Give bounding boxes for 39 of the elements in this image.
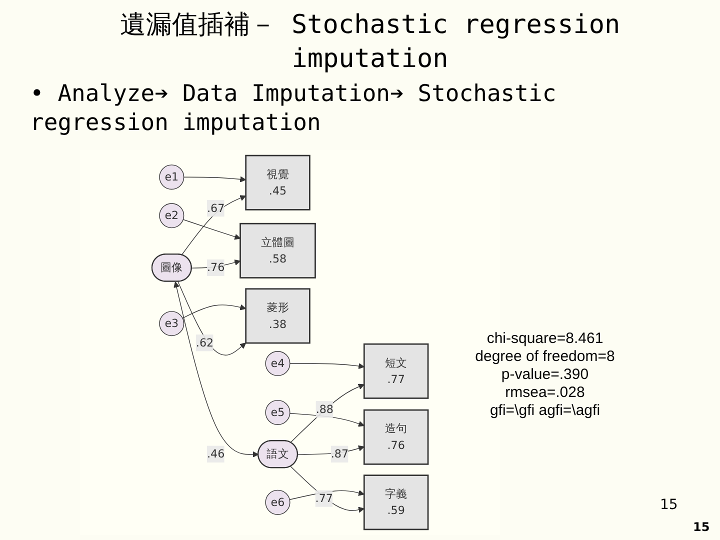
arrow: [289, 490, 364, 500]
page-number: 15: [660, 497, 678, 513]
arrow: [174, 282, 259, 458]
arrow: [290, 466, 364, 513]
arrow: [182, 304, 246, 319]
arrow: [181, 195, 246, 256]
node-box: 立體圖 .58: [240, 222, 316, 278]
arrow: [290, 384, 364, 443]
edge-label: .46: [206, 447, 225, 460]
fit-statistic: gfi=\gfi agfi=\agfi: [488, 402, 602, 420]
fit-statistic: p-value=.390: [500, 366, 590, 384]
node-box: 字義 .59: [363, 474, 429, 530]
node-circle: e2: [159, 203, 184, 228]
edge-label: .76: [206, 260, 225, 274]
node-circle: e1: [159, 164, 184, 190]
fit-statistic: degree of freedom=8: [474, 348, 616, 366]
node-circle: e3: [159, 311, 184, 336]
arrow: [182, 219, 241, 240]
bullet-text: • Analyze➔ Data Imputation➔ Stochastic regression imputation: [30, 80, 558, 138]
edge-label: .77: [315, 492, 333, 505]
node-box: 菱形 .38: [245, 288, 310, 344]
arrow: [290, 413, 364, 427]
fit-statistic: rmsea=.028: [504, 384, 586, 402]
node-box: 造句 .76: [363, 409, 429, 465]
node-box: 視覺 .45: [245, 154, 310, 210]
slide-title: 遺漏值插補－ Stochastic regression imputation: [118, 9, 622, 76]
node-circle: e4: [265, 351, 290, 376]
node-circle: e6: [265, 490, 290, 515]
page-number: 15: [693, 520, 710, 534]
edge-label: .88: [316, 402, 334, 416]
edge-label: .62: [196, 336, 214, 350]
arrow: [183, 176, 246, 182]
edge-label: .67: [206, 201, 225, 215]
edge-label: .87: [330, 447, 349, 460]
node-box: 短文 .77: [363, 343, 429, 399]
node-circle: e5: [265, 400, 290, 425]
arrow: [178, 281, 246, 356]
fit-statistic: chi-square=8.461: [486, 330, 604, 348]
arrow: [290, 363, 364, 370]
